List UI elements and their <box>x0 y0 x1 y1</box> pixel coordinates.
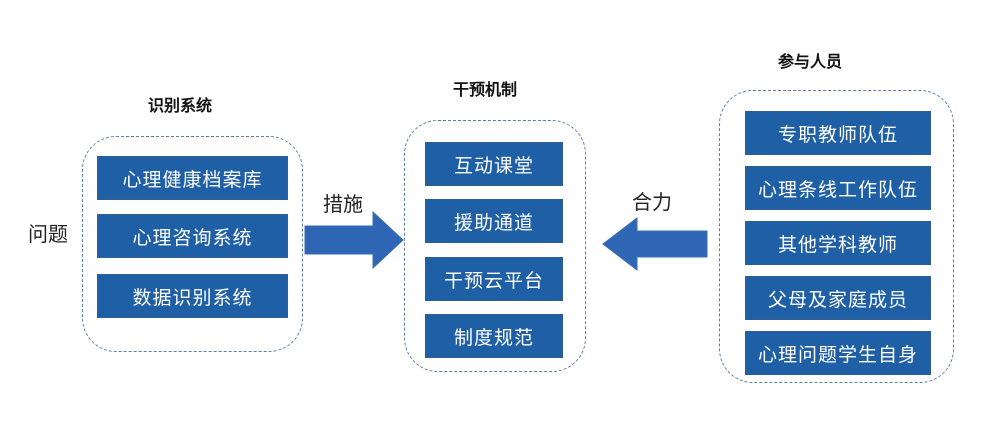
center-group-container <box>404 120 586 372</box>
center-group-title: 干预机制 <box>453 80 518 99</box>
center-item-2: 援助通道 <box>425 199 563 243</box>
cooperation-label: 合力 <box>632 190 672 214</box>
right-item-4: 父母及家庭成员 <box>745 276 931 320</box>
center-item-4: 制度规范 <box>425 314 563 358</box>
left-item-2: 心理咨询系统 <box>97 214 288 258</box>
problem-label: 问题 <box>28 222 68 246</box>
measures-arrow-icon <box>304 210 404 270</box>
measures-label: 措施 <box>323 192 363 216</box>
cooperation-arrow-icon <box>602 216 708 272</box>
right-item-5: 心理问题学生自身 <box>745 331 931 375</box>
right-group-container <box>719 90 954 383</box>
left-group-container <box>82 136 303 352</box>
left-group-title: 识别系统 <box>148 96 213 115</box>
right-group-title: 参与人员 <box>778 52 843 71</box>
center-item-3: 干预云平台 <box>425 257 563 301</box>
center-item-1: 互动课堂 <box>425 142 563 186</box>
right-item-3: 其他学科教师 <box>745 221 931 265</box>
left-item-3: 数据识别系统 <box>97 274 288 318</box>
right-item-2: 心理条线工作队伍 <box>745 166 931 210</box>
right-item-1: 专职教师队伍 <box>745 111 931 155</box>
left-item-1: 心理健康档案库 <box>97 156 288 200</box>
